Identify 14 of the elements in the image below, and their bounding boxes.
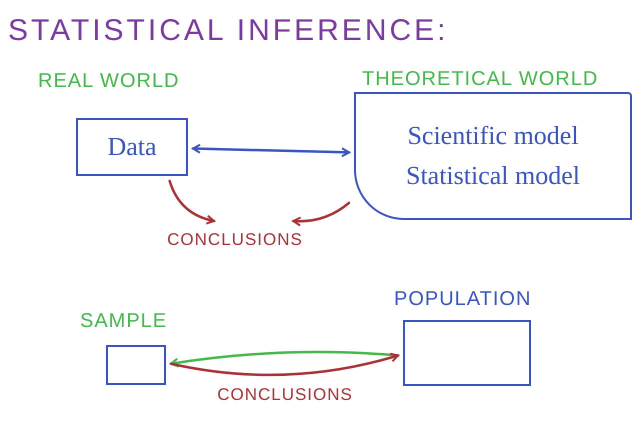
heading: THEORETICAL WORLD <box>362 67 598 92</box>
conclusions-text: CONCLUSIONS <box>160 226 310 254</box>
box-text: Scientific model <box>407 120 579 152</box>
box-text: Data <box>107 130 157 163</box>
arrow <box>170 352 400 376</box>
arrow <box>292 202 350 226</box>
title: STATISTICAL INFERENCE: <box>8 13 448 49</box>
arrow <box>168 180 216 224</box>
arrow <box>192 144 350 158</box>
arrow <box>170 350 400 368</box>
heading: SAMPLE <box>80 309 168 334</box>
heading: REAL WORLD <box>38 69 180 94</box>
heading: POPULATION <box>394 287 532 312</box>
box-text: Statistical model <box>406 160 580 192</box>
